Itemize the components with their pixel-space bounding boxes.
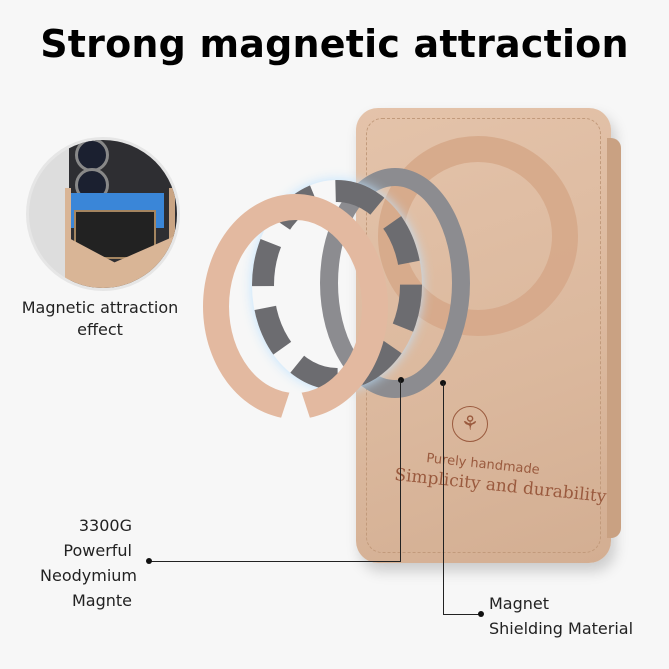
magnet-callout: 3300G Powerful Neodymium Magnte [40,513,137,613]
inset-caption-line: Magnetic attraction [21,298,179,317]
callout-line: Powerful [63,541,132,560]
callout-line: Neodymium [40,566,137,585]
magnet-leader-line [400,380,401,562]
magnet-leader-line [149,561,401,562]
shield-label-dot [478,611,484,617]
camera-lens-icon [75,140,109,172]
shield-leader-line [443,614,481,615]
headline: Strong magnetic attraction [40,22,629,66]
inset-caption: Magnetic attraction effect [0,297,200,341]
callout-line: Shielding Material [489,619,634,638]
magnet-pointer-dot [398,377,404,383]
inset-caption-line: effect [77,320,123,339]
shield-leader-line [443,383,444,614]
brand-logo-icon: ⚘ [452,406,488,442]
callout-line: 3300G [78,516,132,535]
leather-ring [203,194,388,419]
attraction-inset-image [26,137,180,291]
callout-line: Magnte [71,591,132,610]
shield-callout: Magnet Shielding Material [489,591,633,641]
magnet-label-dot [146,558,152,564]
callout-line: Magnet [489,594,550,613]
wallet-edge [607,138,621,538]
